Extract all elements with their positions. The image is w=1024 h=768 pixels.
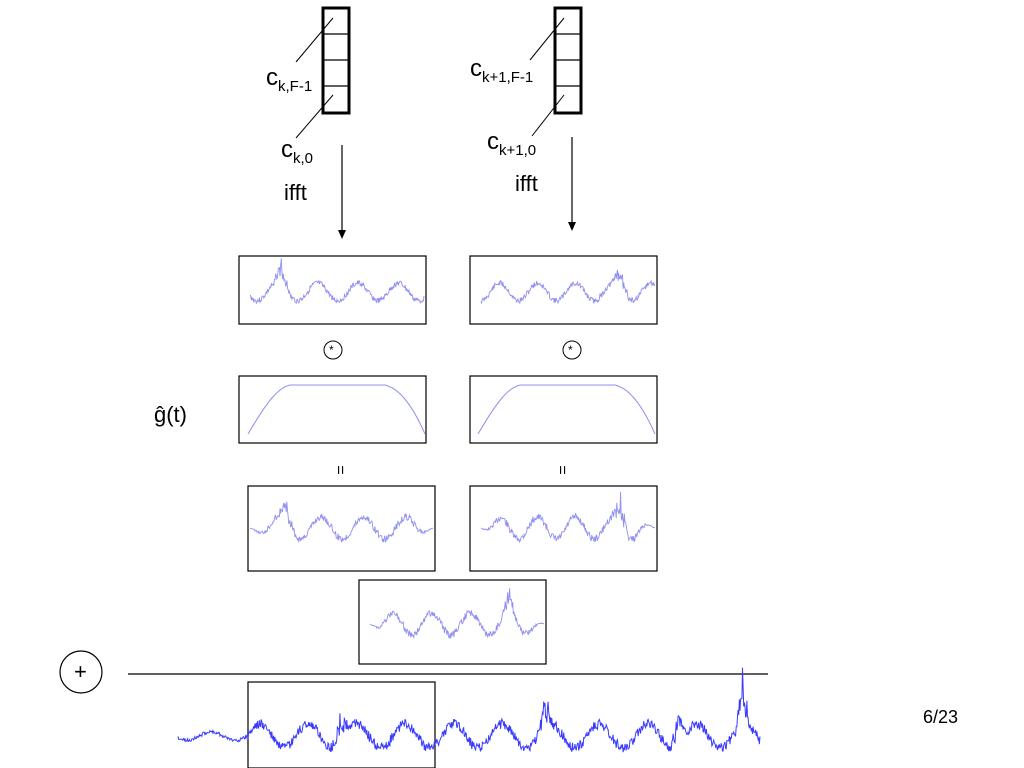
coef-vector-left xyxy=(321,6,351,115)
window-curve-left xyxy=(247,384,426,435)
pointer-right-bot xyxy=(531,94,565,137)
equals-left: = xyxy=(331,465,349,475)
sum-circle xyxy=(59,650,103,694)
pointer-right-top xyxy=(529,17,565,61)
page-number: 6/23 xyxy=(923,707,959,727)
coef-label-right-top: ck+1,F-1 xyxy=(470,55,534,86)
product-box-left xyxy=(247,485,436,572)
waveform-product-right xyxy=(480,491,656,544)
conv-circle-left xyxy=(323,340,343,360)
product-box-right xyxy=(469,485,658,572)
arrow-right xyxy=(568,137,576,231)
ifft-box-right xyxy=(469,255,658,325)
conv-symbol-right: * xyxy=(568,343,573,357)
pointer-left-bot xyxy=(295,94,334,139)
waveform-overlap xyxy=(369,588,545,639)
waveform-ifft-right xyxy=(480,269,656,305)
window-box-right xyxy=(469,375,658,444)
sum-symbol: + xyxy=(74,659,87,684)
coef-label-left-top: ck,F-1 xyxy=(266,64,313,95)
window-label: ĝ(t) xyxy=(154,402,187,427)
coef-label-left-bot: ck,0 xyxy=(281,136,314,167)
waveform-result xyxy=(177,667,761,753)
overlap-box xyxy=(358,579,547,665)
waveform-ifft-left xyxy=(249,258,425,305)
coef-vector-right xyxy=(553,6,583,115)
window-box-left xyxy=(238,375,427,444)
equals-right: = xyxy=(553,465,571,475)
waveform-product-left xyxy=(249,501,434,543)
pointer-left-top xyxy=(295,17,334,63)
arrow-left xyxy=(338,145,346,239)
ifft-label-left: ifft xyxy=(284,180,307,205)
result-window-box xyxy=(247,681,436,768)
ifft-box-left xyxy=(238,255,427,325)
conv-circle-right xyxy=(562,340,582,360)
coef-label-right-bot: ck+1,0 xyxy=(487,128,537,159)
ifft-label-right: ifft xyxy=(515,171,538,196)
window-curve-right xyxy=(477,384,656,435)
conv-symbol-left: * xyxy=(329,343,334,357)
